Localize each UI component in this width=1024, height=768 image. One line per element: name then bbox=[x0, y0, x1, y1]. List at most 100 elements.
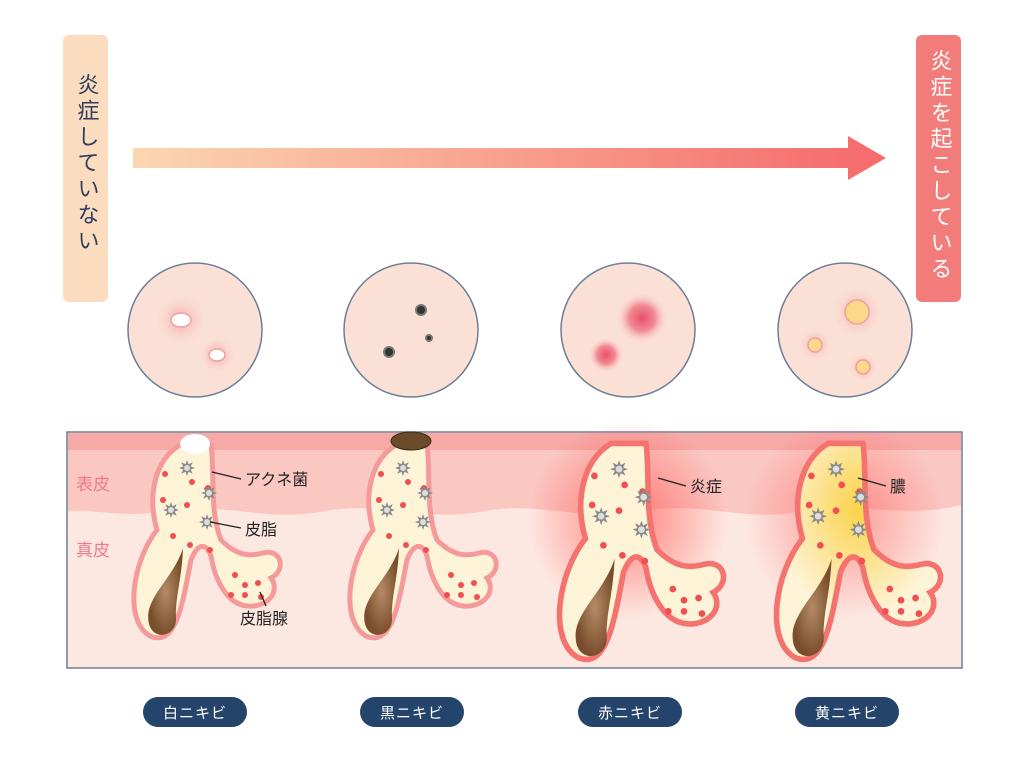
sebum-dot bbox=[805, 501, 813, 509]
sebum-dot bbox=[160, 497, 166, 503]
sebaceous-gland-label: 皮脂腺 bbox=[240, 609, 288, 628]
sebum-dot bbox=[162, 471, 168, 477]
sebum-dot bbox=[242, 582, 248, 588]
pimple bbox=[844, 299, 870, 325]
sebum-dot bbox=[897, 608, 905, 615]
sebum-dot bbox=[242, 592, 248, 598]
follicle-3 bbox=[528, 420, 728, 663]
sebum-dot bbox=[386, 533, 392, 539]
sebum-dot bbox=[669, 585, 677, 593]
pimple-glow bbox=[588, 337, 624, 373]
stage-white-comedone: 白ニキビ bbox=[143, 697, 247, 727]
sebum-dot bbox=[255, 580, 261, 586]
stage-blackhead: 黒ニキビ bbox=[360, 697, 464, 727]
acne-bacteria-label: アクネ菌 bbox=[245, 470, 308, 489]
sebum-dot bbox=[588, 501, 596, 509]
pimple bbox=[383, 346, 395, 358]
follicle-shape bbox=[347, 431, 499, 641]
black-plug bbox=[390, 431, 432, 451]
epidermis-label: 表皮 bbox=[76, 475, 110, 495]
sebum-dot bbox=[448, 572, 454, 578]
sebum-dot bbox=[897, 596, 905, 604]
white-plug bbox=[180, 434, 210, 454]
pimple bbox=[170, 312, 192, 328]
stage-yellow-pimple: 黄ニキビ bbox=[795, 697, 899, 727]
not-inflamed-label-box: 炎症していない bbox=[63, 35, 108, 302]
acne-bacteria-core bbox=[168, 507, 174, 513]
sebum-dot bbox=[832, 507, 840, 514]
sebum-dot bbox=[912, 594, 919, 602]
sebum-dot bbox=[881, 608, 889, 615]
sebum-dot bbox=[403, 542, 409, 548]
sebum-dot bbox=[232, 572, 238, 578]
progression-arrow bbox=[133, 136, 886, 180]
skin-circle bbox=[343, 262, 479, 398]
acne-bacteria-core bbox=[855, 526, 862, 533]
acne-bacteria-core bbox=[615, 465, 623, 473]
pimple-glow bbox=[616, 292, 668, 344]
sebum-dot bbox=[458, 592, 464, 598]
sebum-dot bbox=[187, 542, 193, 548]
sebum-dot bbox=[836, 552, 843, 559]
skin-cross-section: 表皮 真皮 アクネ菌 皮脂 皮脂腺 炎症 膿 bbox=[66, 420, 963, 669]
sebum-dot bbox=[423, 547, 429, 553]
sebum-dot bbox=[207, 547, 213, 553]
acne-bacteria-core bbox=[640, 493, 648, 501]
skin-closeups bbox=[127, 262, 913, 398]
sebum-dot bbox=[915, 610, 923, 617]
acne-bacteria-core bbox=[204, 519, 210, 525]
skin-closeup-2 bbox=[343, 262, 479, 398]
acne-bacteria-core bbox=[638, 526, 645, 533]
not-inflamed-label: 炎症していない bbox=[73, 73, 99, 255]
sebum-dot bbox=[680, 608, 688, 615]
sebum-dot bbox=[458, 582, 464, 588]
acne-bacteria-core bbox=[420, 519, 426, 525]
acne-bacteria-core bbox=[206, 490, 212, 496]
inflamed-label: 炎症を起こしている bbox=[926, 49, 952, 283]
sebum-dot bbox=[170, 533, 176, 539]
sebum-dot bbox=[621, 481, 628, 489]
acne-bacteria-core bbox=[184, 465, 190, 471]
acne-bacteria-core bbox=[832, 465, 840, 473]
sebum-dot bbox=[189, 479, 195, 485]
pus-label: 膿 bbox=[890, 477, 906, 496]
inflammation-label: 炎症 bbox=[690, 477, 722, 496]
sebum-dot bbox=[405, 479, 411, 485]
sebum-dot bbox=[378, 471, 384, 477]
hair-root bbox=[792, 558, 832, 657]
follicle-2 bbox=[347, 431, 499, 641]
follicle-1 bbox=[131, 434, 283, 641]
hair-root bbox=[364, 548, 399, 635]
sebum-dot bbox=[680, 596, 688, 604]
sebum-dot bbox=[471, 580, 477, 586]
acne-bacteria-core bbox=[422, 490, 428, 496]
sebum-dot bbox=[228, 592, 234, 598]
pimple bbox=[415, 304, 427, 316]
skin-closeup-4 bbox=[777, 262, 913, 398]
sebum-dot bbox=[591, 472, 598, 480]
sebum-dot bbox=[695, 594, 702, 602]
hair-root bbox=[148, 548, 183, 635]
stage-red-pimple: 赤ニキビ bbox=[578, 697, 682, 727]
sebum-dot bbox=[886, 585, 894, 593]
hair-root bbox=[575, 558, 615, 657]
sebum-dot bbox=[817, 541, 824, 549]
follicle-shape bbox=[773, 440, 944, 663]
sebum-dot bbox=[615, 507, 623, 514]
sebum-dot bbox=[664, 608, 672, 615]
sebum-dot bbox=[619, 552, 626, 559]
pimple bbox=[855, 359, 871, 375]
pimple bbox=[425, 334, 433, 342]
sebum-dot bbox=[808, 472, 815, 480]
acne-bacteria-core bbox=[384, 507, 390, 513]
sebum-dot bbox=[444, 592, 450, 598]
sebum-dot bbox=[376, 497, 382, 503]
follicle-4 bbox=[745, 420, 945, 663]
sebum-label: 皮脂 bbox=[245, 520, 277, 539]
follicle-shape bbox=[131, 434, 283, 641]
skin-closeup-1 bbox=[127, 262, 263, 398]
pimple bbox=[208, 348, 226, 362]
sebum-dot bbox=[184, 502, 190, 508]
acne-bacteria-core bbox=[814, 512, 822, 520]
